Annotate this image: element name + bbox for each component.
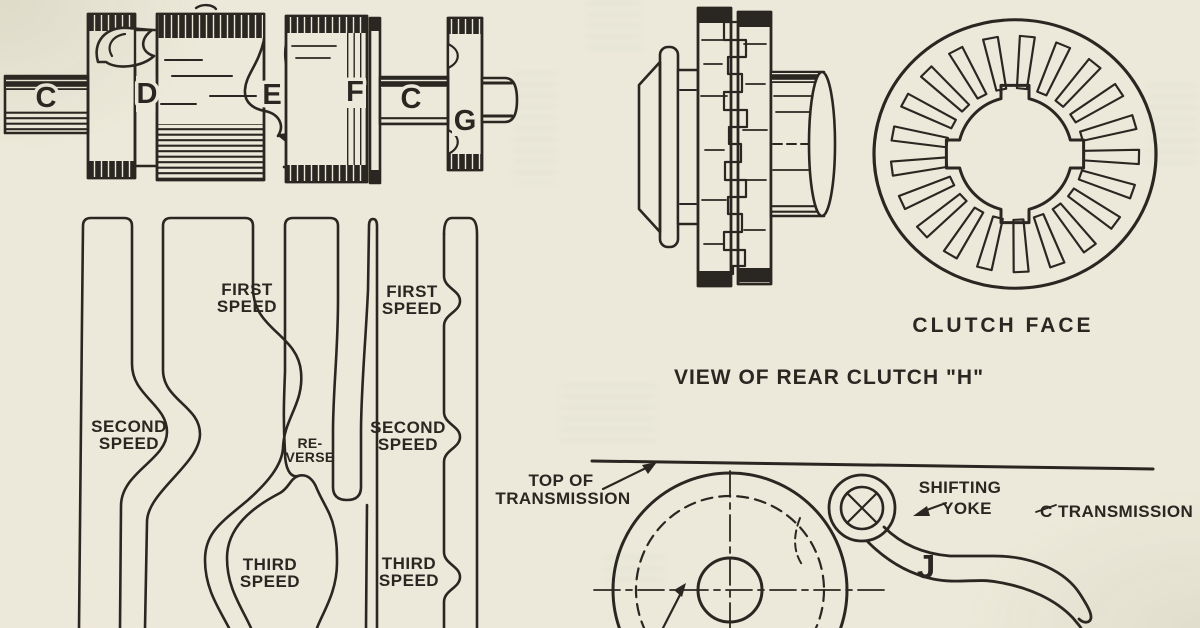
clutch-side-figure — [637, 6, 837, 288]
gate-third-speed-tongue — [225, 474, 339, 628]
hidden-arc — [794, 517, 804, 567]
arrowhead — [674, 583, 686, 597]
label-first-speed-left: FIRST — [221, 280, 273, 299]
shaft-label-c2: C — [401, 83, 422, 115]
label-first-speed-right: SPEED — [382, 299, 442, 318]
gate-slit-lower — [364, 503, 369, 628]
label-first-speed-right: FIRST — [386, 282, 438, 301]
clutch-face-hub — [944, 83, 1086, 225]
label-third-speed-right: SPEED — [379, 571, 439, 590]
gate-channel-1 — [77, 216, 169, 628]
clutch-step-ring — [676, 68, 700, 226]
gate-channel-3 — [282, 216, 379, 628]
clutch-cone — [637, 60, 662, 234]
clutch-disc-2 — [736, 10, 773, 286]
label-shifting-yoke: YOKE — [942, 499, 992, 518]
label-transmission-centerline: TRANSMISSION — [1058, 502, 1193, 521]
clutch-sleeve-end — [807, 70, 837, 218]
plate — [368, 16, 382, 185]
clutch-face-slots — [889, 34, 1141, 274]
yoke-wheel-inner — [839, 485, 885, 531]
clutch-flange — [658, 45, 680, 249]
centerline-symbol-stroke — [1035, 504, 1057, 513]
gate-right-edge — [442, 216, 479, 628]
label-shifting-yoke: SHIFTING — [919, 478, 1002, 497]
label-reverse: VERSE — [286, 449, 335, 465]
gate-detent-edge — [442, 232, 462, 628]
yoke-arm-outer — [882, 525, 1093, 624]
arrowhead — [642, 462, 657, 474]
shaft-label-f: F — [346, 76, 364, 108]
arrowhead — [913, 506, 930, 516]
caption-view-of-rear-clutch: VIEW OF REAR CLUTCH "H" — [674, 366, 984, 389]
label-third-speed-left: THIRD — [243, 555, 297, 574]
label-second-speed-right: SPEED — [378, 435, 438, 454]
centerline-symbol: C — [1040, 502, 1053, 521]
clutch-dog-teeth — [722, 20, 749, 276]
gear-g-notch — [446, 42, 459, 70]
clutch-disc-1 — [696, 6, 733, 288]
yoke-arm-inner — [866, 540, 1083, 628]
label-third-speed-right: THIRD — [382, 554, 436, 573]
wheel-cross — [845, 491, 879, 525]
label-second-speed-right: SECOND — [370, 418, 446, 437]
top-of-transmission-line — [590, 459, 1155, 471]
label-first-speed-left: SPEED — [217, 297, 277, 316]
gear-shaft-figure: C D E F C G — [3, 3, 519, 185]
label-top-of-transmission: TRANSMISSION — [495, 489, 630, 508]
gear-d-claw — [95, 26, 156, 68]
shaft-label-d: D — [137, 78, 158, 110]
shaft-right — [480, 76, 519, 124]
label-top-of-transmission: TOP OF — [528, 471, 593, 490]
label-j: J — [917, 548, 935, 585]
shaft-label-e: E — [262, 79, 281, 111]
clutch-face-rim — [872, 18, 1158, 290]
clutch-face-figure: CLUTCH FACE — [872, 18, 1158, 337]
shift-gate-figure: FIRST SPEED SECOND SPEED RE- VERSE THIRD… — [77, 216, 479, 628]
caption-clutch-face: CLUTCH FACE — [912, 314, 1093, 337]
shaft-label-g: G — [454, 105, 477, 137]
label-reverse: RE- — [297, 435, 322, 451]
leader-line — [601, 465, 650, 491]
label-third-speed-left: SPEED — [240, 572, 300, 591]
gate-channel-2 — [143, 216, 303, 628]
shaft-label-c1: C — [36, 82, 57, 114]
label-second-speed-left: SPEED — [99, 434, 159, 453]
shifting-yoke-figure: TOP OF TRANSMISSION SHIFTING YOKE J — [495, 459, 1193, 628]
label-second-speed-left: SECOND — [91, 417, 167, 436]
leader-line — [661, 587, 685, 628]
